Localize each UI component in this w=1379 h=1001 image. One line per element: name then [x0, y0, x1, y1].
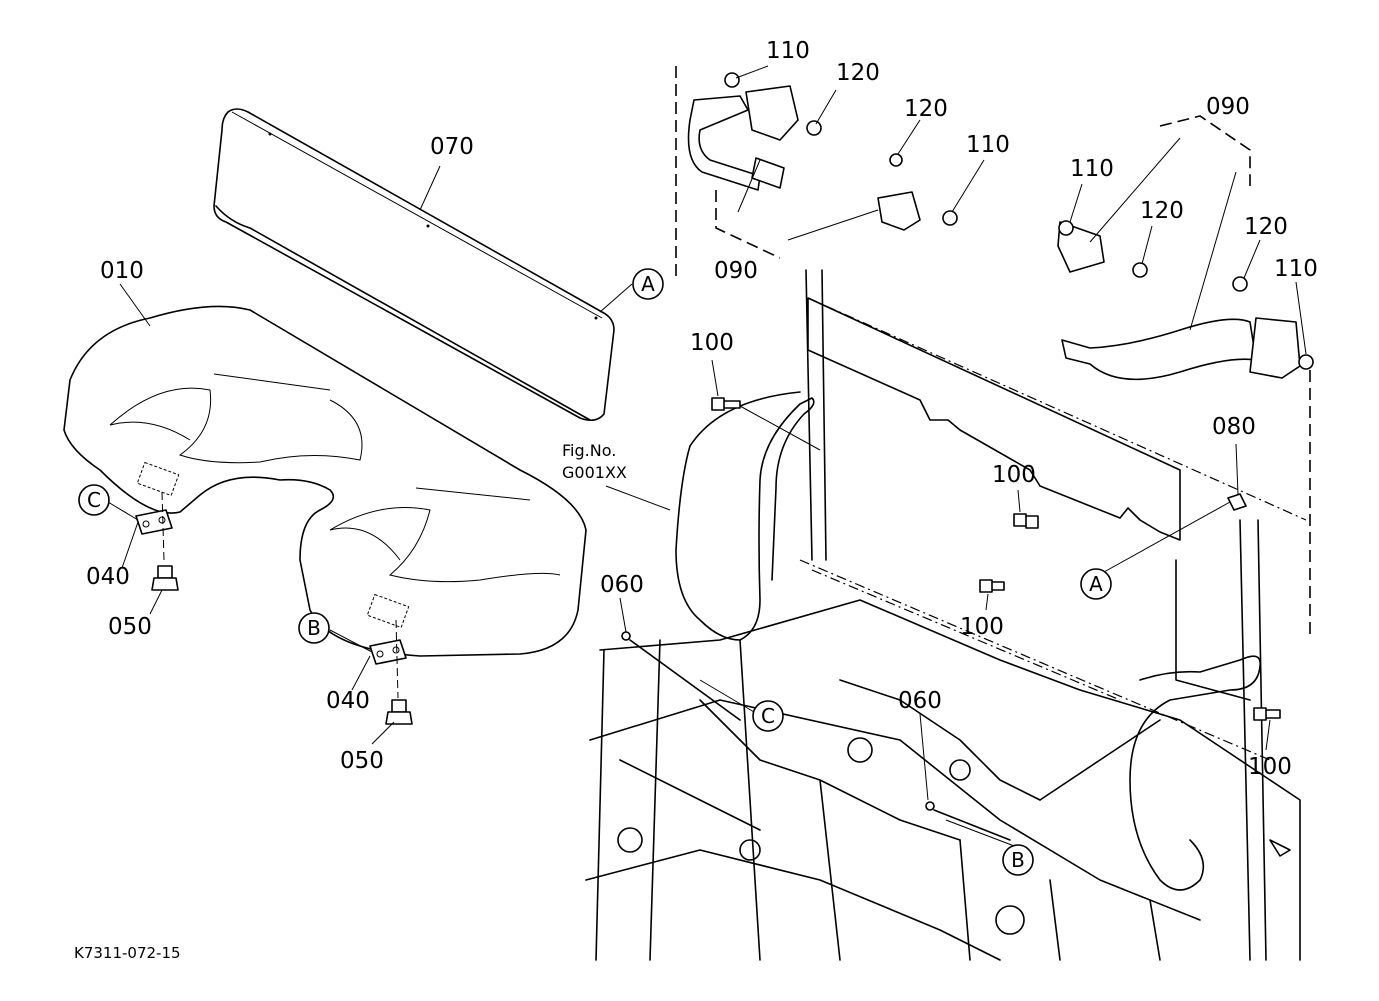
label-070: 070: [430, 134, 474, 160]
label-120-b: 120: [904, 96, 948, 122]
label-120-a: 120: [836, 60, 880, 86]
seatbelt-right: [1057, 115, 1314, 640]
label-060-right: 060: [898, 688, 942, 714]
label-080: 080: [1212, 414, 1256, 440]
label-060-left: 060: [600, 572, 644, 598]
seatbelt-left: [675, 66, 958, 280]
svg-text:B: B: [1011, 848, 1025, 872]
label-100-mid: 100: [992, 462, 1036, 488]
label-110-c: 110: [1070, 156, 1114, 182]
seat-bracket-b: [369, 619, 413, 725]
backrest-cushion: [213, 108, 615, 422]
label-120-d: 120: [1244, 214, 1288, 240]
label-040-b: 040: [326, 688, 370, 714]
label-100-low: 100: [960, 614, 1004, 640]
ref-C-frame: C: [752, 700, 784, 732]
label-110-d: 110: [1274, 256, 1318, 282]
label-090-right: 090: [1206, 94, 1250, 120]
svg-text:C: C: [87, 488, 101, 512]
svg-text:A: A: [1089, 572, 1103, 596]
label-050-c: 050: [108, 614, 152, 640]
pins: [621, 631, 1011, 841]
fig-ref-line2: G001XX: [562, 463, 627, 482]
ref-A-frame: A: [1080, 568, 1112, 600]
seat-bracket-c: [135, 491, 179, 591]
label-120-c: 120: [1140, 198, 1184, 224]
label-110-a: 110: [766, 38, 810, 64]
label-010: 010: [100, 258, 144, 284]
svg-text:C: C: [761, 704, 775, 728]
figure-code: K7311-072-15: [74, 944, 181, 962]
label-110-b: 110: [966, 132, 1010, 158]
seat-cushion: [63, 305, 587, 657]
label-090-left: 090: [714, 258, 758, 284]
svg-text:A: A: [641, 272, 655, 296]
ref-C-seat: C: [78, 484, 110, 516]
label-040-c: 040: [86, 564, 130, 590]
label-100-left: 100: [690, 330, 734, 356]
ref-B-seat: B: [298, 612, 330, 644]
frame-assembly: [585, 269, 1307, 961]
ref-B-frame: B: [1002, 844, 1034, 876]
ref-A-top: A: [632, 268, 664, 300]
fig-ref-line1: Fig.No.: [562, 441, 616, 460]
leader-lines: [107, 65, 1307, 853]
svg-text:B: B: [307, 616, 321, 640]
label-100-right: 100: [1248, 754, 1292, 780]
bolts: [711, 397, 1281, 721]
label-050-b: 050: [340, 748, 384, 774]
